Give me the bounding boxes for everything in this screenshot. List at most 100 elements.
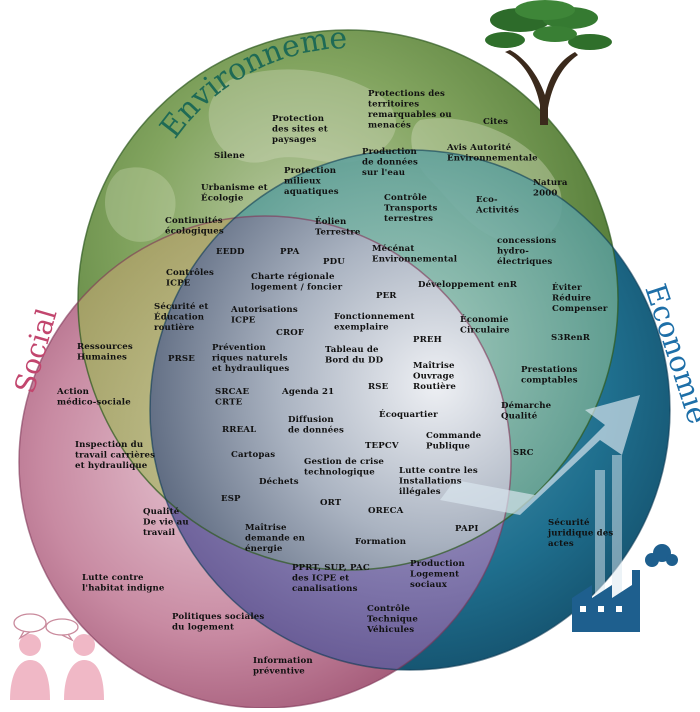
label-line: Eco-	[476, 195, 498, 205]
label-line: TEPCV	[365, 441, 399, 451]
label-cites: Cites	[483, 117, 508, 127]
label-line: Logement	[410, 570, 459, 580]
label-line: écologiques	[165, 226, 224, 237]
label-line: de données	[288, 425, 344, 436]
label-line: ICPE	[231, 316, 256, 326]
label-rreal: RREAL	[222, 425, 256, 435]
label-line: Prestations	[521, 365, 578, 375]
label-line: Transports	[384, 204, 438, 214]
label-line: Terrestre	[315, 228, 361, 238]
label-line: des sites et	[272, 125, 328, 135]
label-line: Silene	[214, 151, 245, 161]
label-line: Publique	[426, 442, 471, 452]
label-line: PRSE	[168, 354, 195, 364]
label-line: De vie au	[143, 518, 189, 528]
label-line: Agenda 21	[281, 387, 334, 397]
label-line: Diffusion	[288, 415, 334, 425]
label-line: Formation	[355, 537, 407, 547]
label-line: sociaux	[410, 580, 448, 590]
factory-icon	[572, 544, 678, 632]
label-line: SRCAE	[215, 387, 249, 397]
growth-arrow-icon	[440, 395, 640, 630]
label-line: PPRT, SUP, PAC	[292, 563, 370, 573]
label-line: Environnemental	[372, 255, 458, 265]
label-line: sur l'eau	[362, 168, 405, 178]
label-src: SRC	[513, 448, 534, 458]
label-line: Action	[56, 387, 90, 397]
label-line: milieux	[284, 177, 322, 187]
label-line: Cartopas	[231, 450, 275, 460]
label-line: PAPI	[455, 524, 479, 534]
label-line: Avis Autorité	[446, 142, 512, 153]
label-line: Production	[410, 559, 466, 569]
label-line: Information	[253, 656, 313, 666]
label-line: Ouvrage	[413, 372, 455, 382]
label-line: demande en	[245, 534, 306, 544]
label-line: exemplaire	[334, 323, 389, 333]
label-line: Urbanisme et	[201, 183, 268, 193]
label-s3renr: S3RenR	[551, 333, 591, 343]
label-line: Tableau de	[325, 345, 379, 355]
label-line: CRTE	[215, 398, 243, 408]
label-dechets: Déchets	[259, 476, 299, 487]
label-line: des ICPE et	[292, 574, 349, 584]
label-line: menacés	[368, 120, 411, 131]
label-line: Continuités	[165, 215, 223, 226]
label-line: Routière	[413, 381, 456, 392]
label-line: Démarche	[501, 400, 552, 411]
label-line: RSE	[368, 382, 389, 392]
label-line: Lutte contre	[82, 573, 144, 583]
label-line: Économie	[460, 313, 509, 325]
label-line: Technique	[367, 615, 418, 625]
label-line: Qualité	[143, 506, 180, 517]
label-line: Environnementale	[447, 154, 538, 164]
label-line: actes	[548, 539, 574, 549]
label-line: Gestion de crise	[304, 457, 384, 467]
label-formation: Formation	[355, 537, 407, 547]
label-line: Écoquartier	[379, 408, 438, 420]
label-line: médico-sociale	[57, 397, 131, 408]
label-ort: ORT	[320, 498, 342, 508]
label-line: PER	[376, 291, 397, 301]
label-line: territoires	[368, 100, 419, 110]
label-line: PDU	[323, 257, 345, 267]
label-line: Circulaire	[460, 326, 510, 336]
label-line: et hydrauliques	[212, 364, 289, 374]
label-line: Humaines	[77, 353, 127, 363]
label-line: l'habitat indigne	[82, 584, 165, 594]
label-eco-activites: Eco-Activités	[475, 195, 519, 216]
label-line: Éviter	[552, 281, 582, 293]
label-ppa: PPA	[280, 247, 300, 257]
label-line: du logement	[172, 623, 234, 633]
label-line: technologique	[304, 468, 375, 478]
label-line: Protections des	[368, 89, 445, 99]
